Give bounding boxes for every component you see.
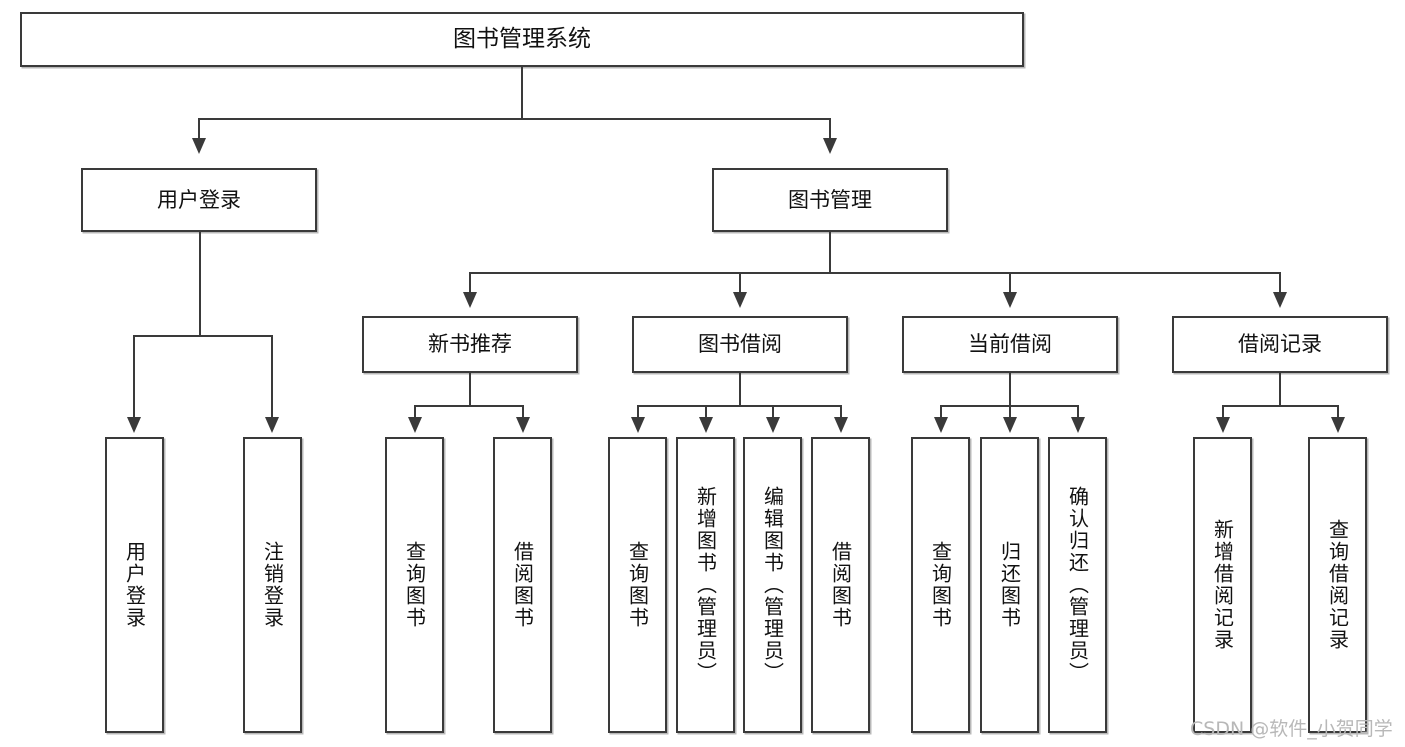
arrow-to-leaf-edit-book bbox=[766, 417, 780, 433]
node-current-borrow[interactable]: 当前借阅 bbox=[902, 316, 1118, 373]
node-leaf-user-login-label: 用户登录 bbox=[122, 541, 147, 629]
connector-bm-drop-4 bbox=[1279, 272, 1281, 294]
arrow-to-new-book-rec bbox=[463, 292, 477, 308]
arrow-to-leaf-return-book bbox=[1003, 417, 1017, 433]
connector-cb-drop-2 bbox=[1009, 405, 1011, 419]
node-current-borrow-label: 当前借阅 bbox=[968, 332, 1052, 357]
node-leaf-add-book[interactable]: 新增图书（管理员） bbox=[676, 437, 735, 733]
node-borrow-record-label: 借阅记录 bbox=[1238, 332, 1322, 357]
connector-cb-stem bbox=[1009, 373, 1011, 406]
connector-book-manage-stem bbox=[829, 232, 831, 273]
node-book-manage-label: 图书管理 bbox=[788, 187, 872, 212]
connector-br-drop-1 bbox=[1222, 405, 1224, 419]
connector-nbr-drop-2 bbox=[522, 405, 524, 419]
connector-br-bus bbox=[1222, 405, 1339, 407]
node-leaf-logout-label: 注销登录 bbox=[260, 541, 285, 629]
connector-br-drop-2 bbox=[1337, 405, 1339, 419]
node-leaf-add-record[interactable]: 新增借阅记录 bbox=[1193, 437, 1252, 733]
connector-bb-stem bbox=[739, 373, 741, 406]
arrow-to-leaf-borrow-book-2 bbox=[834, 417, 848, 433]
node-leaf-edit-book[interactable]: 编辑图书（管理员） bbox=[743, 437, 802, 733]
node-leaf-edit-book-label: 编辑图书（管理员） bbox=[760, 486, 785, 684]
connector-bm-drop-1 bbox=[469, 272, 471, 294]
connector-cb-drop-3 bbox=[1077, 405, 1079, 419]
connector-br-stem bbox=[1279, 373, 1281, 406]
node-leaf-borrow-book-2-label: 借阅图书 bbox=[828, 541, 853, 629]
arrow-to-leaf-confirm-return bbox=[1071, 417, 1085, 433]
node-leaf-logout[interactable]: 注销登录 bbox=[243, 437, 302, 733]
node-leaf-return-book[interactable]: 归还图书 bbox=[980, 437, 1039, 733]
arrow-to-leaf-logout bbox=[265, 417, 279, 433]
node-leaf-query-book-2-label: 查询图书 bbox=[625, 541, 650, 629]
connector-book-manage-bus bbox=[469, 272, 1280, 274]
arrow-to-leaf-user-login bbox=[127, 417, 141, 433]
node-leaf-return-book-label: 归还图书 bbox=[997, 541, 1022, 629]
node-new-book-rec[interactable]: 新书推荐 bbox=[362, 316, 578, 373]
node-root[interactable]: 图书管理系统 bbox=[20, 12, 1024, 67]
node-borrow-record[interactable]: 借阅记录 bbox=[1172, 316, 1388, 373]
node-root-label: 图书管理系统 bbox=[453, 25, 591, 52]
connector-bm-drop-2 bbox=[739, 272, 741, 294]
connector-root-bus bbox=[198, 118, 831, 120]
node-leaf-add-record-label: 新增借阅记录 bbox=[1210, 519, 1235, 651]
connector-root-drop-2 bbox=[829, 118, 831, 140]
node-user-login[interactable]: 用户登录 bbox=[81, 168, 317, 232]
node-leaf-confirm-return[interactable]: 确认归还（管理员） bbox=[1048, 437, 1107, 733]
connector-nbr-bus bbox=[414, 405, 524, 407]
arrow-to-user-login bbox=[192, 138, 206, 154]
connector-root-stem bbox=[521, 67, 523, 119]
node-leaf-user-login[interactable]: 用户登录 bbox=[105, 437, 164, 733]
node-leaf-confirm-return-label: 确认归还（管理员） bbox=[1065, 486, 1090, 684]
node-leaf-borrow-book-1-label: 借阅图书 bbox=[510, 541, 535, 629]
arrow-to-leaf-add-book bbox=[699, 417, 713, 433]
arrow-to-leaf-query-book-1 bbox=[408, 417, 422, 433]
node-leaf-borrow-book-1[interactable]: 借阅图书 bbox=[493, 437, 552, 733]
connector-user-login-bus bbox=[133, 335, 273, 337]
node-book-manage[interactable]: 图书管理 bbox=[712, 168, 948, 232]
node-leaf-query-book-2[interactable]: 查询图书 bbox=[608, 437, 667, 733]
arrow-to-leaf-query-record bbox=[1331, 417, 1345, 433]
connector-bb-drop-1 bbox=[637, 405, 639, 419]
connector-user-login-drop-1 bbox=[133, 335, 135, 419]
connector-user-login-drop-2 bbox=[271, 335, 273, 419]
arrow-to-leaf-query-book-2 bbox=[631, 417, 645, 433]
connector-bb-drop-4 bbox=[840, 405, 842, 419]
arrow-to-book-borrow bbox=[733, 292, 747, 308]
node-user-login-label: 用户登录 bbox=[157, 187, 241, 212]
connector-bb-drop-3 bbox=[772, 405, 774, 419]
connector-cb-drop-1 bbox=[940, 405, 942, 419]
connector-bb-bus bbox=[637, 405, 842, 407]
arrow-to-borrow-record bbox=[1273, 292, 1287, 308]
connector-bm-drop-3 bbox=[1009, 272, 1011, 294]
node-leaf-add-book-label: 新增图书（管理员） bbox=[693, 486, 718, 684]
node-leaf-query-book-3[interactable]: 查询图书 bbox=[911, 437, 970, 733]
connector-user-login-stem bbox=[199, 232, 201, 336]
arrow-to-leaf-add-record bbox=[1216, 417, 1230, 433]
node-leaf-query-record[interactable]: 查询借阅记录 bbox=[1308, 437, 1367, 733]
node-leaf-query-book-1-label: 查询图书 bbox=[402, 541, 427, 629]
connector-nbr-stem bbox=[469, 373, 471, 406]
node-leaf-borrow-book-2[interactable]: 借阅图书 bbox=[811, 437, 870, 733]
arrow-to-book-manage bbox=[823, 138, 837, 154]
arrow-to-leaf-query-book-3 bbox=[934, 417, 948, 433]
connector-nbr-drop-1 bbox=[414, 405, 416, 419]
node-book-borrow[interactable]: 图书借阅 bbox=[632, 316, 848, 373]
node-new-book-rec-label: 新书推荐 bbox=[428, 332, 512, 357]
node-leaf-query-record-label: 查询借阅记录 bbox=[1325, 519, 1350, 651]
connector-bb-drop-2 bbox=[705, 405, 707, 419]
node-leaf-query-book-1[interactable]: 查询图书 bbox=[385, 437, 444, 733]
csdn-watermark: CSDN @软件_小贺同学 bbox=[1190, 718, 1393, 740]
connector-root-drop-1 bbox=[198, 118, 200, 140]
arrow-to-leaf-borrow-book-1 bbox=[516, 417, 530, 433]
node-leaf-query-book-3-label: 查询图书 bbox=[928, 541, 953, 629]
node-book-borrow-label: 图书借阅 bbox=[698, 332, 782, 357]
arrow-to-current-borrow bbox=[1003, 292, 1017, 308]
